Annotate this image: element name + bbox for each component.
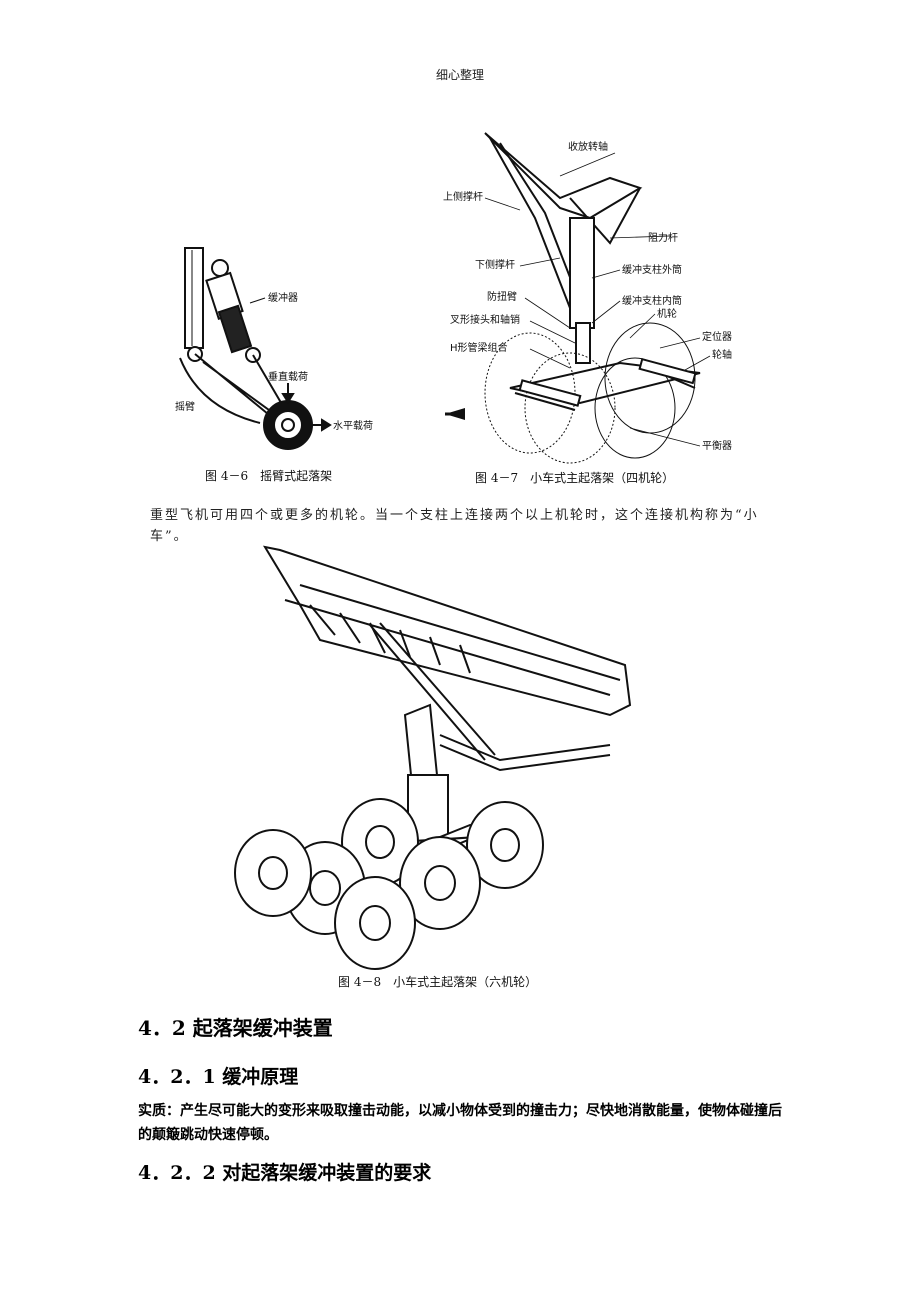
label-outer-cylinder: 缓冲支柱外筒 [622, 263, 682, 276]
label-inner-cylinder: 缓冲支柱内筒 [622, 294, 682, 307]
label-lower-side-strut: 下侧撑杆 [475, 258, 515, 271]
label-vertical-load: 垂直载荷 [268, 370, 308, 383]
label-h-beam: H形管梁组合 [450, 341, 508, 354]
label-torque-link: 防扭臂 [487, 290, 517, 303]
caption-figure-4-6: 图 4－6 摇臂式起落架 [205, 469, 332, 483]
label-horizontal-load: 水平载荷 [333, 420, 373, 432]
swing-arm-gear-drawing [179, 247, 332, 450]
scanned-paragraph: 重型飞机可用四个或更多的机轮。当一个支柱上连接两个以上机轮时，这个连接机构称为“… [150, 508, 759, 544]
label-balancer: 平衡器 [702, 440, 732, 452]
label-swing-arm: 摇臂 [175, 400, 195, 413]
heading-section-4-2-1: 4．2．1 缓冲原理 [138, 1066, 299, 1088]
label-fork-joint: 叉形接头和轴销 [450, 313, 520, 326]
label-positioner: 定位器 [702, 330, 732, 343]
page-header-watermark: 细心整理 [435, 68, 484, 82]
caption-figure-4-7: 图 4－7 小车式主起落架（四机轮） [475, 470, 674, 485]
label-upper-side-strut: 上侧撑杆 [443, 190, 483, 203]
body-paragraph-4-2-1: 实质：产生尽可能大的变形来吸取撞击动能，以减小物体受到的撞击力；尽快地消散能量，… [138, 1103, 782, 1143]
label-retract-axis: 收放转轴 [568, 140, 608, 153]
label-axle: 轮轴 [712, 348, 732, 361]
heading-section-4-2: 4．2 起落架缓冲装置 [138, 1016, 333, 1040]
wheels [234, 798, 544, 970]
caption-figure-4-8: 图 4－8 小车式主起落架（六机轮） [338, 974, 537, 989]
label-drag-strut: 阻力杆 [648, 231, 678, 244]
heading-section-4-2-2: 4．2．2 对起落架缓冲装置的要求 [138, 1162, 432, 1184]
figure-4-6-and-4-7: 缓冲器 垂直载荷 摇臂 水平载荷 图 4－6 摇臂式起落架 收放转轴 上 [140, 118, 780, 490]
bogie-gear-four-wheel-drawing [484, 132, 701, 464]
label-shock-absorber: 缓冲器 [268, 291, 298, 304]
figure-4-8: 图 4－8 小车式主起落架（六机轮） [140, 545, 780, 997]
label-wheel: 机轮 [657, 307, 677, 320]
